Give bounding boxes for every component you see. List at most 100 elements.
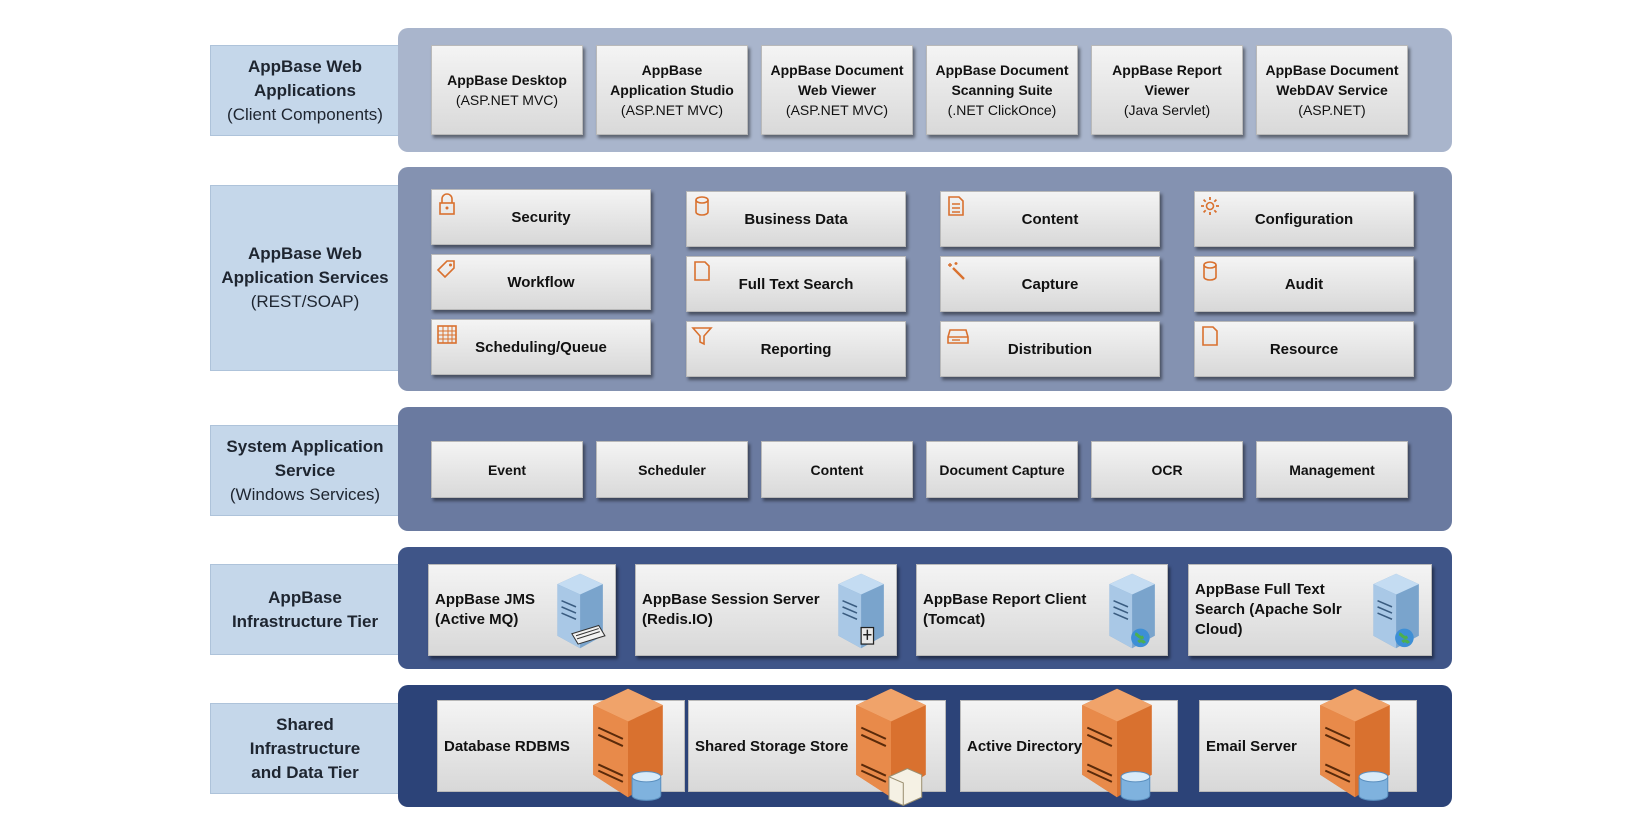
infra-report-client: AppBase Report Client (Tomcat) [916,564,1168,656]
service-full-text-search: Full Text Search [686,256,906,312]
web-app-tech: (ASP.NET) [1298,102,1366,118]
service-reporting: Reporting [686,321,906,377]
service-label: Full Text Search [738,275,854,293]
infra-line1: AppBase Session Server [642,591,820,608]
service-label: Content [1021,210,1079,228]
service-label: Configuration [1254,210,1354,228]
system-service-scheduler: Scheduler [596,441,748,498]
web-app-application-studio: AppBase Application Studio (ASP.NET MVC) [596,45,748,135]
filter-icon [691,327,713,346]
web-app-tech: (ASP.NET MVC) [455,92,559,108]
infra-line1: AppBase JMS [435,591,536,608]
page-icon [694,261,710,281]
row-label-infrastructure-tier: AppBase Infrastructure Tier [210,564,400,655]
row-title: AppBase Web Application Services [221,244,389,287]
web-app-name: AppBase Document Scanning Suite [935,62,1069,98]
row-label-application-services: AppBase Web Application Services (REST/S… [210,185,400,371]
server-session-icon [838,573,884,649]
drive-icon [947,329,969,344]
service-label: Workflow [507,273,575,291]
web-app-desktop: AppBase Desktop (ASP.NET MVC) [431,45,583,135]
server-web-icon [1109,573,1155,649]
gear-icon [1201,197,1219,215]
service-audit: Audit [1194,256,1414,312]
service-scheduling-queue: Scheduling/Queue [431,319,651,375]
row-subtitle: (REST/SOAP) [250,292,360,311]
system-service-ocr: OCR [1091,441,1243,498]
system-service-label: Event [487,461,527,478]
system-service-label: Document Capture [939,461,1065,478]
infra-line1: AppBase Report Client [923,591,1087,608]
web-app-name: AppBase Application Studio [610,62,734,98]
system-service-document-capture: Document Capture [926,441,1078,498]
system-service-label: OCR [1151,461,1183,478]
calendar-icon [437,325,457,344]
web-app-name: AppBase Document WebDAV Service [1265,62,1399,98]
web-app-webdav-service: AppBase Document WebDAV Service (ASP.NET… [1256,45,1408,135]
system-service-event: Event [431,441,583,498]
data-label: Shared Storage Store [695,737,849,755]
infra-line2: (Redis.IO) [642,611,713,628]
server-web-icon [1373,573,1419,649]
service-content: Content [940,191,1160,247]
system-services-panel: Event Scheduler Content Document Capture… [398,407,1452,531]
web-app-name: AppBase Document Web Viewer [770,62,904,98]
service-label: Distribution [1007,340,1093,358]
service-distribution: Distribution [940,321,1160,377]
row-label-web-applications: AppBase Web Applications (Client Compone… [210,45,400,136]
page-icon [1202,326,1218,346]
web-app-document-web-viewer: AppBase Document Web Viewer (ASP.NET MVC… [761,45,913,135]
service-capture: Capture [940,256,1160,312]
service-security: Security [431,189,651,245]
service-label: Business Data [744,210,848,228]
infra-line2: (Active MQ) [435,611,519,628]
infra-jms: AppBase JMS (Active MQ) [428,564,616,656]
service-label: Capture [1021,275,1079,293]
system-service-content: Content [761,441,913,498]
database-icon [1203,261,1217,281]
web-app-tech: (.NET ClickOnce) [947,102,1057,118]
database-server-icon [1082,688,1152,801]
magic-wand-icon [948,262,965,280]
infra-line1: AppBase Full Text [1195,581,1325,598]
web-app-tech: (ASP.NET MVC) [785,102,889,118]
row-label-shared-data-tier: Shared Infrastructure and Data Tier [210,703,400,794]
infra-line3: Cloud) [1195,621,1243,638]
data-label: Database RDBMS [444,737,570,755]
system-service-label: Content [810,461,864,478]
server-queue-icon [557,573,606,649]
infrastructure-tier-panel: AppBase JMS (Active MQ) AppBase Session S… [398,547,1452,669]
service-workflow: Workflow [431,254,651,310]
service-configuration: Configuration [1194,191,1414,247]
infra-line2: (Tomcat) [923,611,986,628]
web-app-report-viewer: AppBase Report Viewer (Java Servlet) [1091,45,1243,135]
service-resource: Resource [1194,321,1414,377]
service-label: Resource [1269,340,1339,358]
row-title: System Application Service [226,436,384,480]
data-label: Active Directory [967,737,1083,755]
data-label: Email Server [1206,737,1297,755]
row-title: AppBase Infrastructure Tier [231,587,379,631]
database-server-icon [593,688,663,801]
system-service-label: Management [1289,461,1375,478]
service-label: Reporting [760,340,832,358]
system-service-management: Management [1256,441,1408,498]
database-icon [695,196,709,216]
lock-icon [439,193,455,215]
service-label: Audit [1284,275,1324,293]
row-title: AppBase Web Applications [248,56,362,100]
service-business-data: Business Data [686,191,906,247]
infra-session-server: AppBase Session Server (Redis.IO) [635,564,897,656]
shared-data-tier-panel: Database RDBMS Shared Storage Store Acti… [398,685,1452,807]
web-app-document-scanning-suite: AppBase Document Scanning Suite (.NET Cl… [926,45,1078,135]
system-service-label: Scheduler [638,461,706,478]
row-subtitle: (Client Components) [227,104,383,124]
application-services-panel: Security Business Data Content Configura… [398,167,1452,391]
web-app-tech: (Java Servlet) [1123,102,1211,118]
web-applications-panel: AppBase Desktop (ASP.NET MVC) AppBase Ap… [398,28,1452,152]
database-server-icon [1320,688,1390,801]
row-label-system-application-service: System Application Service (Windows Serv… [210,425,400,516]
file-server-icon [856,688,926,806]
tag-icon [436,260,455,279]
